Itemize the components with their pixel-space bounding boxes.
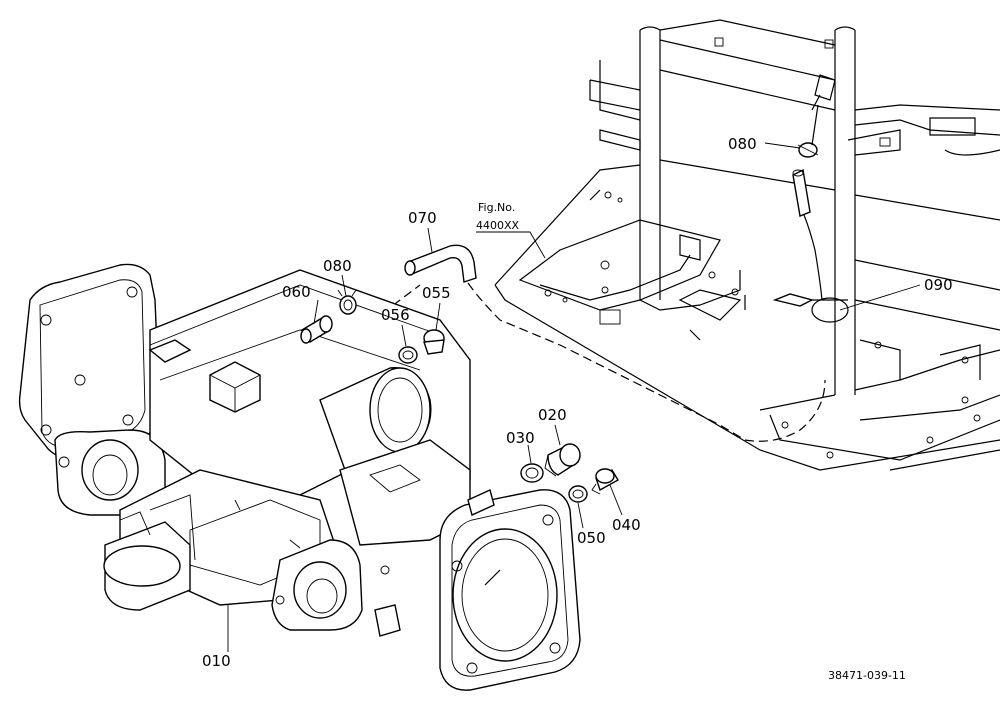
callout-010: 010 <box>202 652 231 670</box>
part-090-band <box>772 293 849 323</box>
part-060-fitting <box>300 315 333 344</box>
figure-ref-number: 4400XX <box>476 219 520 232</box>
callout-056: 056 <box>381 306 410 324</box>
callout-080-left: 080 <box>323 257 352 275</box>
callout-050: 050 <box>577 529 606 547</box>
part-056-washer <box>398 346 418 364</box>
tractor-frame <box>494 19 1000 471</box>
callout-060: 060 <box>282 283 311 301</box>
part-050-washer <box>568 485 588 503</box>
figure-ref-label: Fig.No. <box>478 201 515 214</box>
drawing-number: 38471-039-11 <box>828 669 906 682</box>
callout-labels: 010 020 030 040 050 055 056 060 070 080 … <box>202 135 953 670</box>
part-070-hose <box>404 244 477 283</box>
part-020-plug <box>544 443 581 477</box>
leader-lines <box>227 142 921 652</box>
callout-020: 020 <box>538 406 567 424</box>
callout-030: 030 <box>506 429 535 447</box>
part-040-bolt <box>591 468 619 495</box>
axle-housing <box>18 263 581 691</box>
callout-090: 090 <box>924 276 953 294</box>
callout-040: 040 <box>612 516 641 534</box>
figure-reference: Fig.No. 4400XX <box>476 201 520 232</box>
callout-080-right: 080 <box>728 135 757 153</box>
callout-070: 070 <box>408 209 437 227</box>
part-055-bolt <box>423 329 445 355</box>
part-030-washer <box>520 463 544 483</box>
callout-055: 055 <box>422 284 451 302</box>
part-080-clip-upper <box>792 104 823 301</box>
part-080-hose-clip <box>337 289 357 315</box>
